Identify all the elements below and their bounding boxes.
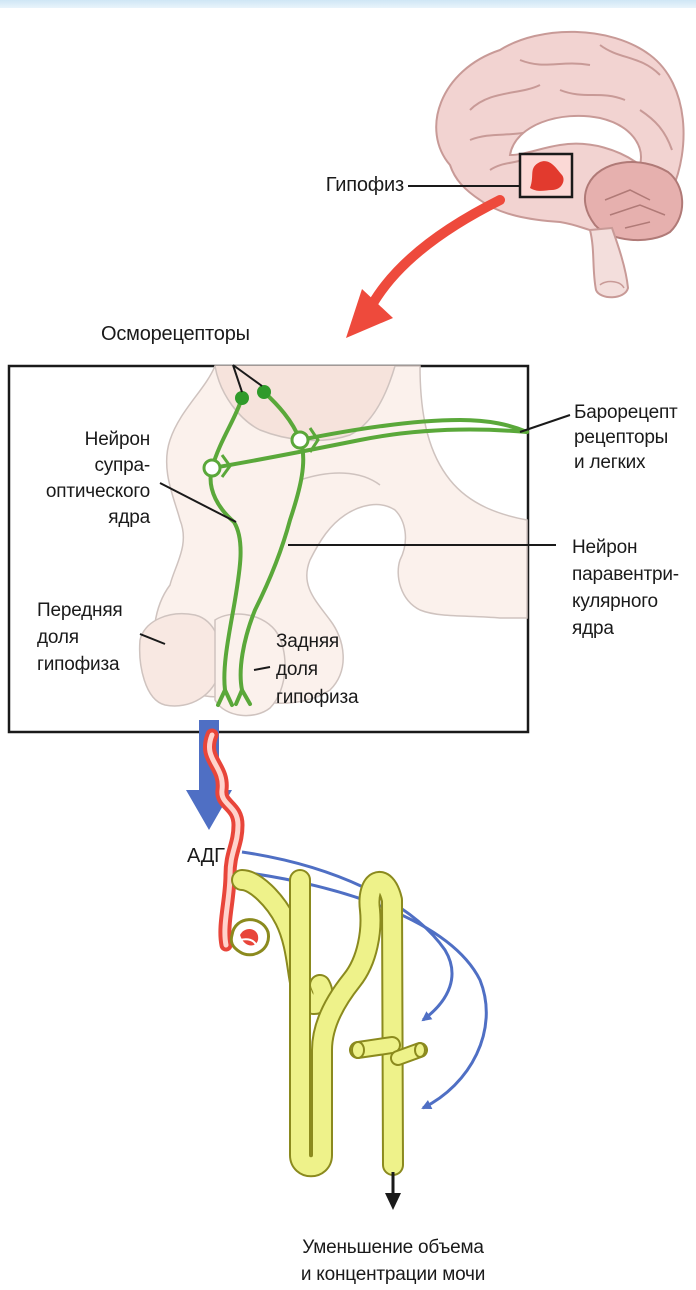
anterior-lobe-label: Передняя доля гипофиза (37, 597, 123, 678)
posterior-lobe-label: Задняя доля гипофиза (276, 628, 358, 712)
supraoptic-neuron-label: Нейрон супра- оптического ядра (28, 427, 150, 531)
adh-label: АДГ (187, 844, 225, 869)
brain-illustration (436, 32, 683, 297)
paraventricular-neuron-label: Нейрон паравентри- кулярного ядра (572, 534, 696, 642)
pituitary-label: Гипофиз (298, 173, 404, 198)
nephron-illustration (209, 735, 425, 1166)
osmoreceptors-label: Осморецепторы (101, 322, 250, 347)
baroreceptors-label: Барорецепт рецепторы и легких (574, 400, 696, 475)
zoom-arrow (346, 200, 500, 338)
urine-output-arrow (385, 1172, 401, 1210)
result-label: Уменьшение объема и концентрации мочи (268, 1234, 518, 1288)
